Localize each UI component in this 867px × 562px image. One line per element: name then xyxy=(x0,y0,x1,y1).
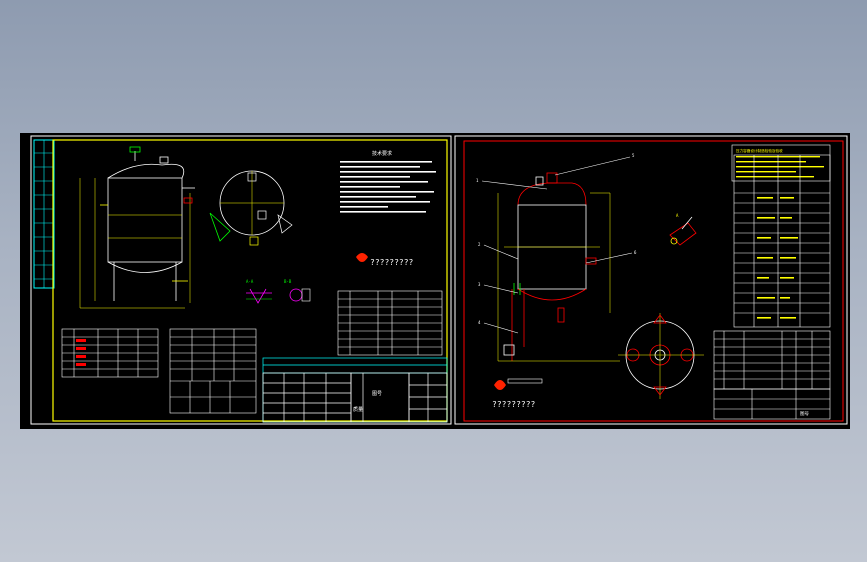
right-design-table[interactable] xyxy=(733,154,831,328)
left-watermark: ????????? xyxy=(356,253,414,267)
cad-drawing-viewport[interactable]: A-A B-B 技术要求 xyxy=(20,133,850,429)
left-vessel-elevation[interactable] xyxy=(79,146,195,309)
left-title-sheet-label: 图号 xyxy=(372,391,382,397)
right-detail-a[interactable]: A xyxy=(669,213,697,246)
right-watermark-text: ????????? xyxy=(492,400,536,409)
right-title-label: 图号 xyxy=(800,411,809,417)
right-header-text: 压力容器设计制造检验及验收 xyxy=(736,148,783,153)
svg-text:A-A: A-A xyxy=(246,279,254,284)
callout-3: 3 xyxy=(478,282,481,287)
left-sheet[interactable]: A-A B-B 技术要求 xyxy=(30,135,452,425)
right-parts-list[interactable] xyxy=(713,330,831,390)
callout-1: 1 xyxy=(476,178,479,183)
left-watermark-text: ????????? xyxy=(370,258,414,267)
right-watermark: ????????? xyxy=(492,378,543,409)
callout-4: 4 xyxy=(478,320,481,325)
right-sheet[interactable]: 1 2 3 4 5 6 A ????? xyxy=(454,135,848,425)
callout-6: 6 xyxy=(634,250,637,255)
callout-5: 5 xyxy=(632,153,635,158)
left-sheet-outer-border xyxy=(30,135,452,425)
right-vessel-elevation[interactable] xyxy=(497,172,620,362)
drawing-canvas[interactable]: A-A B-B 技术要求 xyxy=(20,133,850,429)
right-callout-labels: 1 2 3 4 5 6 xyxy=(476,153,637,325)
svg-text:B-B: B-B xyxy=(284,279,292,284)
callout-2: 2 xyxy=(478,242,481,247)
left-sheet-inner-frame xyxy=(52,139,448,422)
right-sheet-inner-frame xyxy=(463,140,844,422)
canvas-background xyxy=(20,133,850,429)
right-title-block[interactable]: 图号 xyxy=(713,388,831,420)
left-revision-strip xyxy=(33,139,55,289)
detail-a-label: A xyxy=(676,213,679,218)
left-title-block[interactable]: 图号 质量 xyxy=(262,357,448,423)
tech-req-title: 技术要求 xyxy=(372,150,392,157)
left-detail-sketches[interactable]: A-A B-B xyxy=(246,279,311,304)
left-parts-table[interactable] xyxy=(61,328,159,378)
left-nozzle-table[interactable] xyxy=(337,290,443,356)
left-design-data-table[interactable] xyxy=(169,328,257,414)
left-title-status-label: 质量 xyxy=(353,406,363,413)
left-plan-view[interactable] xyxy=(209,170,293,246)
right-plan-view[interactable] xyxy=(618,313,704,399)
left-tech-requirements: 技术要求 xyxy=(340,150,436,213)
right-sheet-outer-border xyxy=(454,135,848,425)
right-callouts xyxy=(481,156,633,334)
